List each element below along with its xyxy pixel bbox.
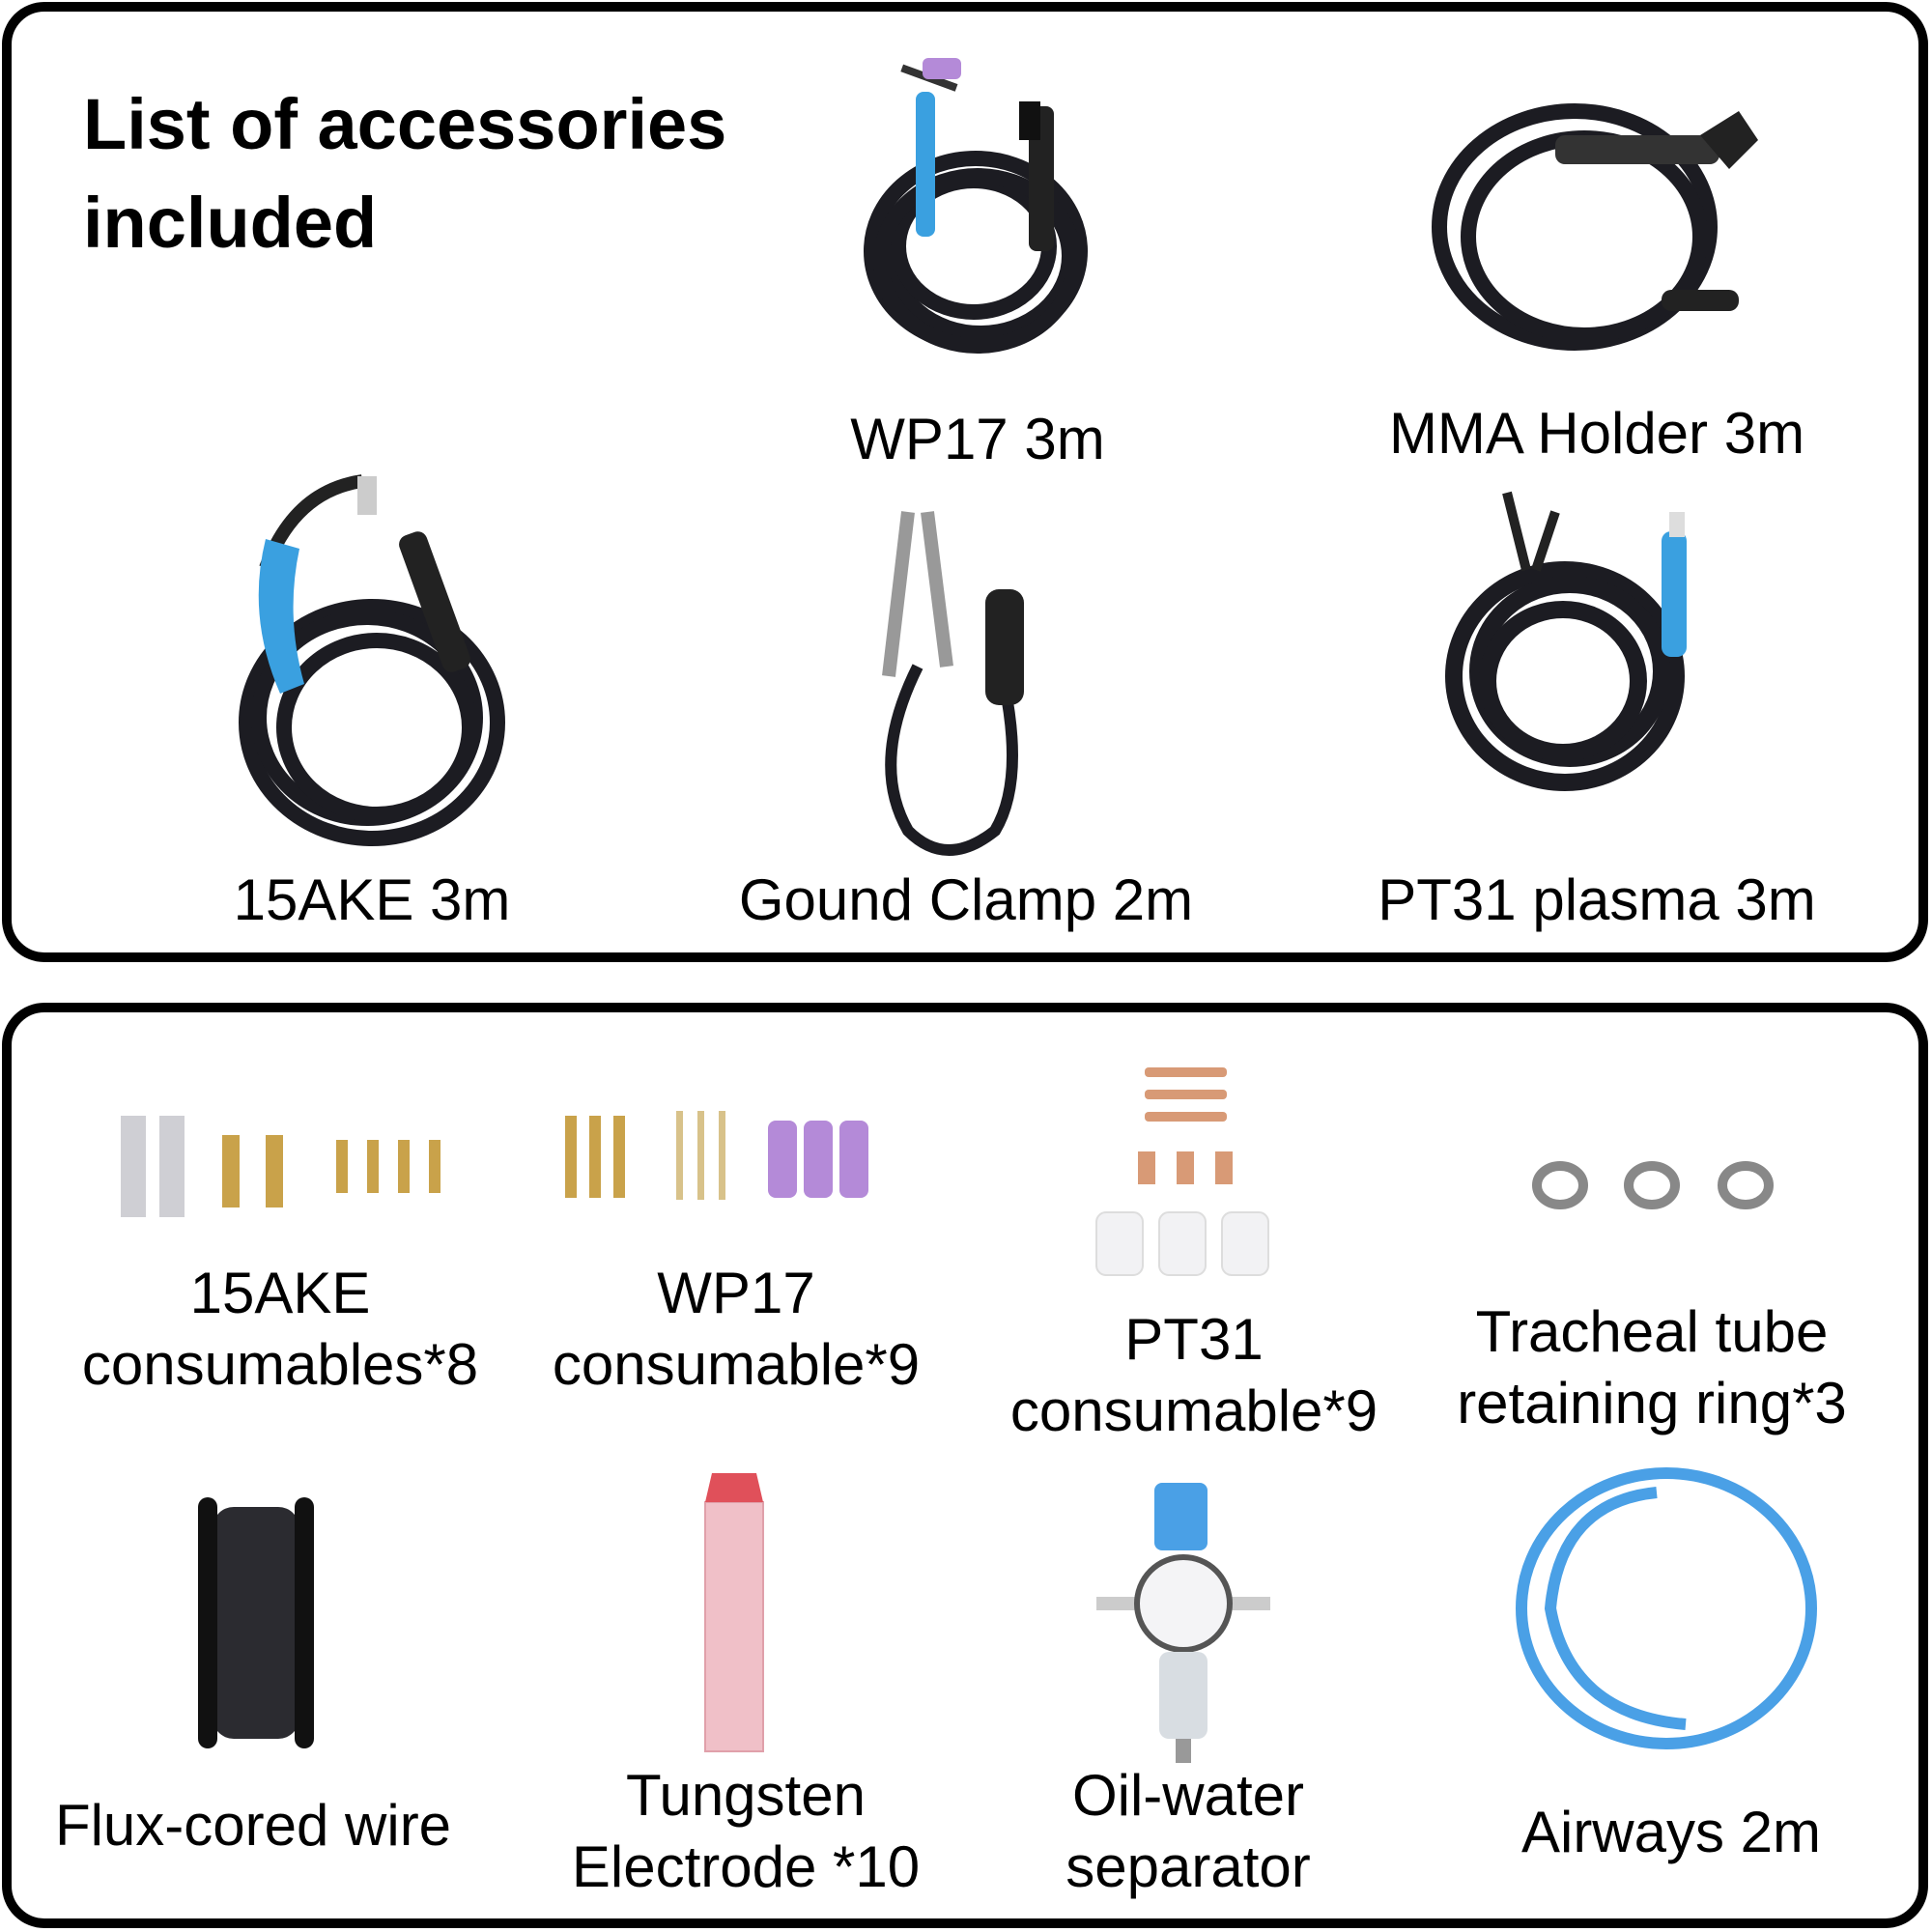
plasma-torch-icon: [1445, 491, 1687, 791]
hose-clamp-icon: [1532, 1161, 1774, 1209]
wire-spool-icon: [198, 1497, 314, 1748]
consumable-label: Flux-cored wire: [54, 1793, 452, 1858]
consumable-label: PT31 consumable*9: [1009, 1307, 1378, 1443]
consumables-panel: [2, 1003, 1928, 1928]
consumable-label: Tracheal tube retaining ring*3: [1457, 1299, 1847, 1435]
accessory-label: PT31 plasma 3m: [1378, 867, 1816, 932]
ground-clamp-icon: [882, 511, 1024, 856]
consumable-label: 15AKE consumables*8: [81, 1261, 479, 1397]
accessory-label: 15AKE 3m: [233, 867, 511, 932]
accessory-label: Gound Clamp 2m: [738, 867, 1194, 932]
accessory-label: MMA Holder 3m: [1388, 401, 1805, 466]
consumable-label: Airways 2m: [1520, 1800, 1822, 1864]
electrode-holder-icon: [1432, 103, 1758, 351]
page-title: List of accessories included: [83, 84, 727, 263]
tig-torch-icon: [864, 58, 1088, 354]
consumable-label: Tungsten Electrode *10: [571, 1763, 921, 1899]
mig-torch-icon: [239, 474, 505, 846]
tungsten-electrode-icon: [704, 1473, 764, 1752]
air-hose-icon: [1516, 1467, 1817, 1749]
accessory-label: WP17 3m: [850, 407, 1105, 471]
consumable-label: WP17 consumable*9: [552, 1261, 921, 1397]
mig-consumables-icon: [121, 1116, 440, 1217]
tig-consumables-icon: [565, 1111, 868, 1200]
consumable-label: Oil-water separator: [1065, 1763, 1311, 1899]
oil-water-separator-icon: [1096, 1483, 1270, 1763]
plasma-consumables-icon: [1095, 1067, 1269, 1276]
